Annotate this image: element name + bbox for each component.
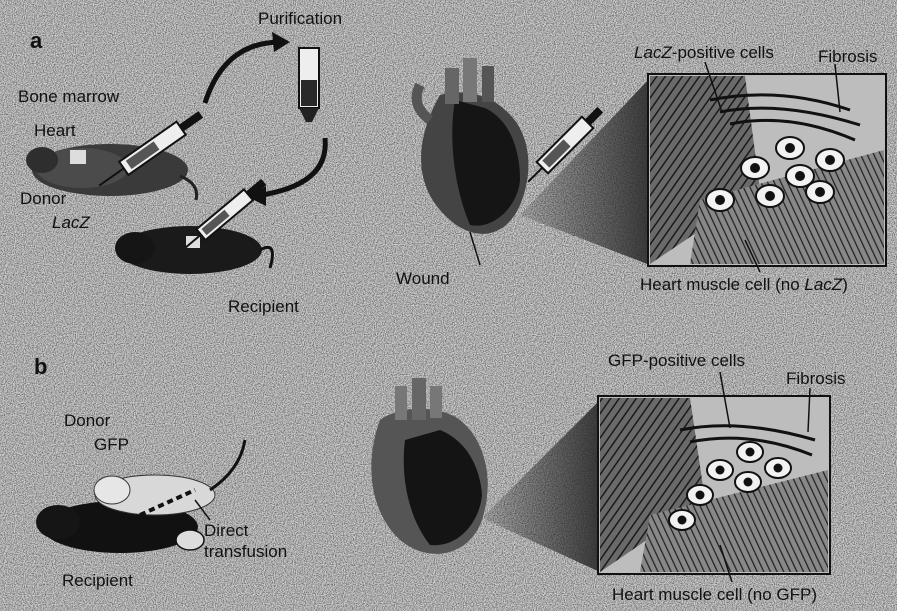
gfp-label: GFP (94, 436, 129, 453)
lacz-positive-rest: -positive cells (672, 43, 774, 62)
donor-label-b: Donor (64, 412, 110, 429)
bone-marrow-label: Bone marrow (18, 88, 119, 105)
recipient-label-a: Recipient (228, 298, 299, 315)
heart-label: Heart (34, 122, 76, 139)
purification-label: Purification (258, 10, 342, 27)
lacz-positive-cells-label: LacZ-positive cells (634, 44, 774, 61)
panel-b-label: b (34, 356, 47, 378)
transfusion-label: transfusion (204, 543, 287, 560)
muscle-text-a: Heart muscle cell (no (640, 275, 804, 294)
muscle-italic-a: LacZ (804, 275, 842, 294)
fibrosis-label-b: Fibrosis (786, 370, 846, 387)
heart-muscle-label-a: Heart muscle cell (no LacZ) (640, 276, 848, 293)
donor-label-a: Donor (20, 190, 66, 207)
recipient-label-b: Recipient (62, 572, 133, 589)
gfp-positive-cells-label: GFP-positive cells (608, 352, 745, 369)
lacz-positive-italic: LacZ (634, 43, 672, 62)
tissue-box-b (598, 396, 830, 574)
fibrosis-label-a: Fibrosis (818, 48, 878, 65)
purification-tube (299, 48, 319, 122)
lacz-label: LacZ (52, 214, 90, 231)
direct-label: Direct (204, 522, 248, 539)
tissue-box-a (648, 74, 886, 266)
panel-a-label: a (30, 30, 42, 52)
muscle-close-a: ) (842, 275, 848, 294)
heart-muscle-label-b: Heart muscle cell (no GFP) (612, 586, 817, 603)
wound-label: Wound (396, 270, 450, 287)
